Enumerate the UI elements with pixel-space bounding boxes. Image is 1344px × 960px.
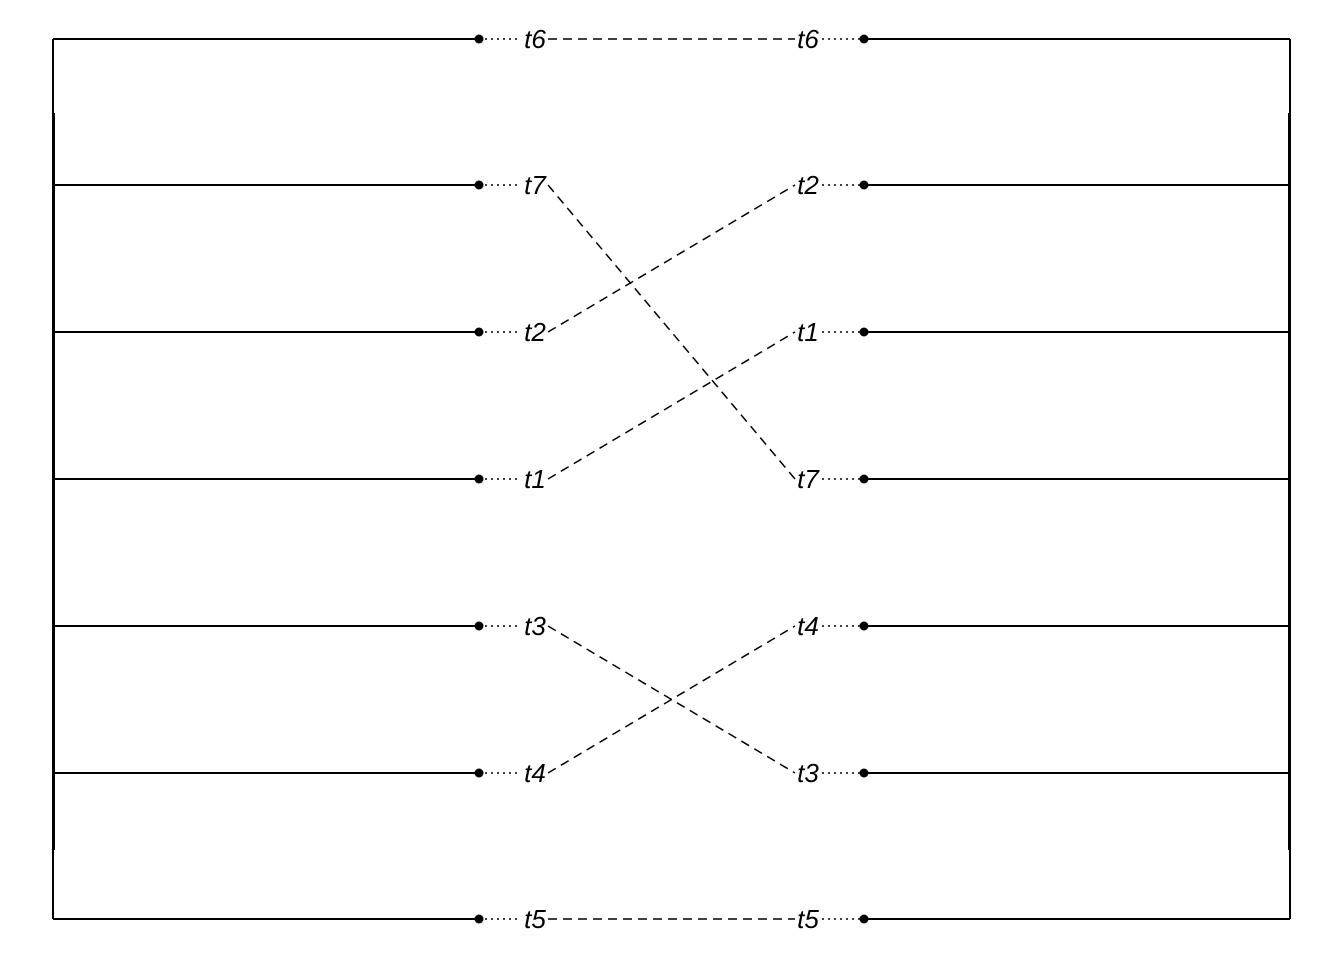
right-leaf-label: t2	[797, 170, 819, 200]
left-leaf-dot	[474, 768, 484, 778]
right-leaf-label: t6	[797, 24, 819, 54]
left-leaf-label: t6	[524, 24, 546, 54]
right-leaf-label: t4	[797, 611, 819, 641]
right-leaf-dot	[859, 621, 869, 631]
left-leaf-label: t2	[524, 317, 546, 347]
left-leaf-label: t5	[524, 904, 546, 934]
connector-t4	[547, 625, 796, 774]
right-leaf-label: t3	[797, 758, 819, 788]
left-leaf-dot	[474, 327, 484, 337]
connector-t7	[547, 184, 796, 480]
right-leaf-dot	[859, 34, 869, 44]
right-leaf-dot	[859, 180, 869, 190]
right-leaf-dot	[859, 474, 869, 484]
left-leaf-label: t4	[524, 758, 546, 788]
right-leaf-dot	[859, 768, 869, 778]
left-leaf-dot	[474, 474, 484, 484]
left-leaf-dot	[474, 34, 484, 44]
connector-t2	[547, 184, 796, 333]
left-leaf-label: t3	[524, 611, 546, 641]
connector-t1	[547, 331, 796, 480]
right-leaf-label: t1	[797, 317, 819, 347]
right-leaf-dot	[859, 327, 869, 337]
left-leaf-dot	[474, 180, 484, 190]
left-leaf-label: t1	[524, 464, 546, 494]
right-leaf-dot	[859, 914, 869, 924]
right-leaf-label: t5	[797, 904, 819, 934]
right-leaf-label: t7	[797, 464, 820, 494]
left-leaf-label: t7	[524, 170, 547, 200]
left-leaf-dot	[474, 621, 484, 631]
left-leaf-dot	[474, 914, 484, 924]
